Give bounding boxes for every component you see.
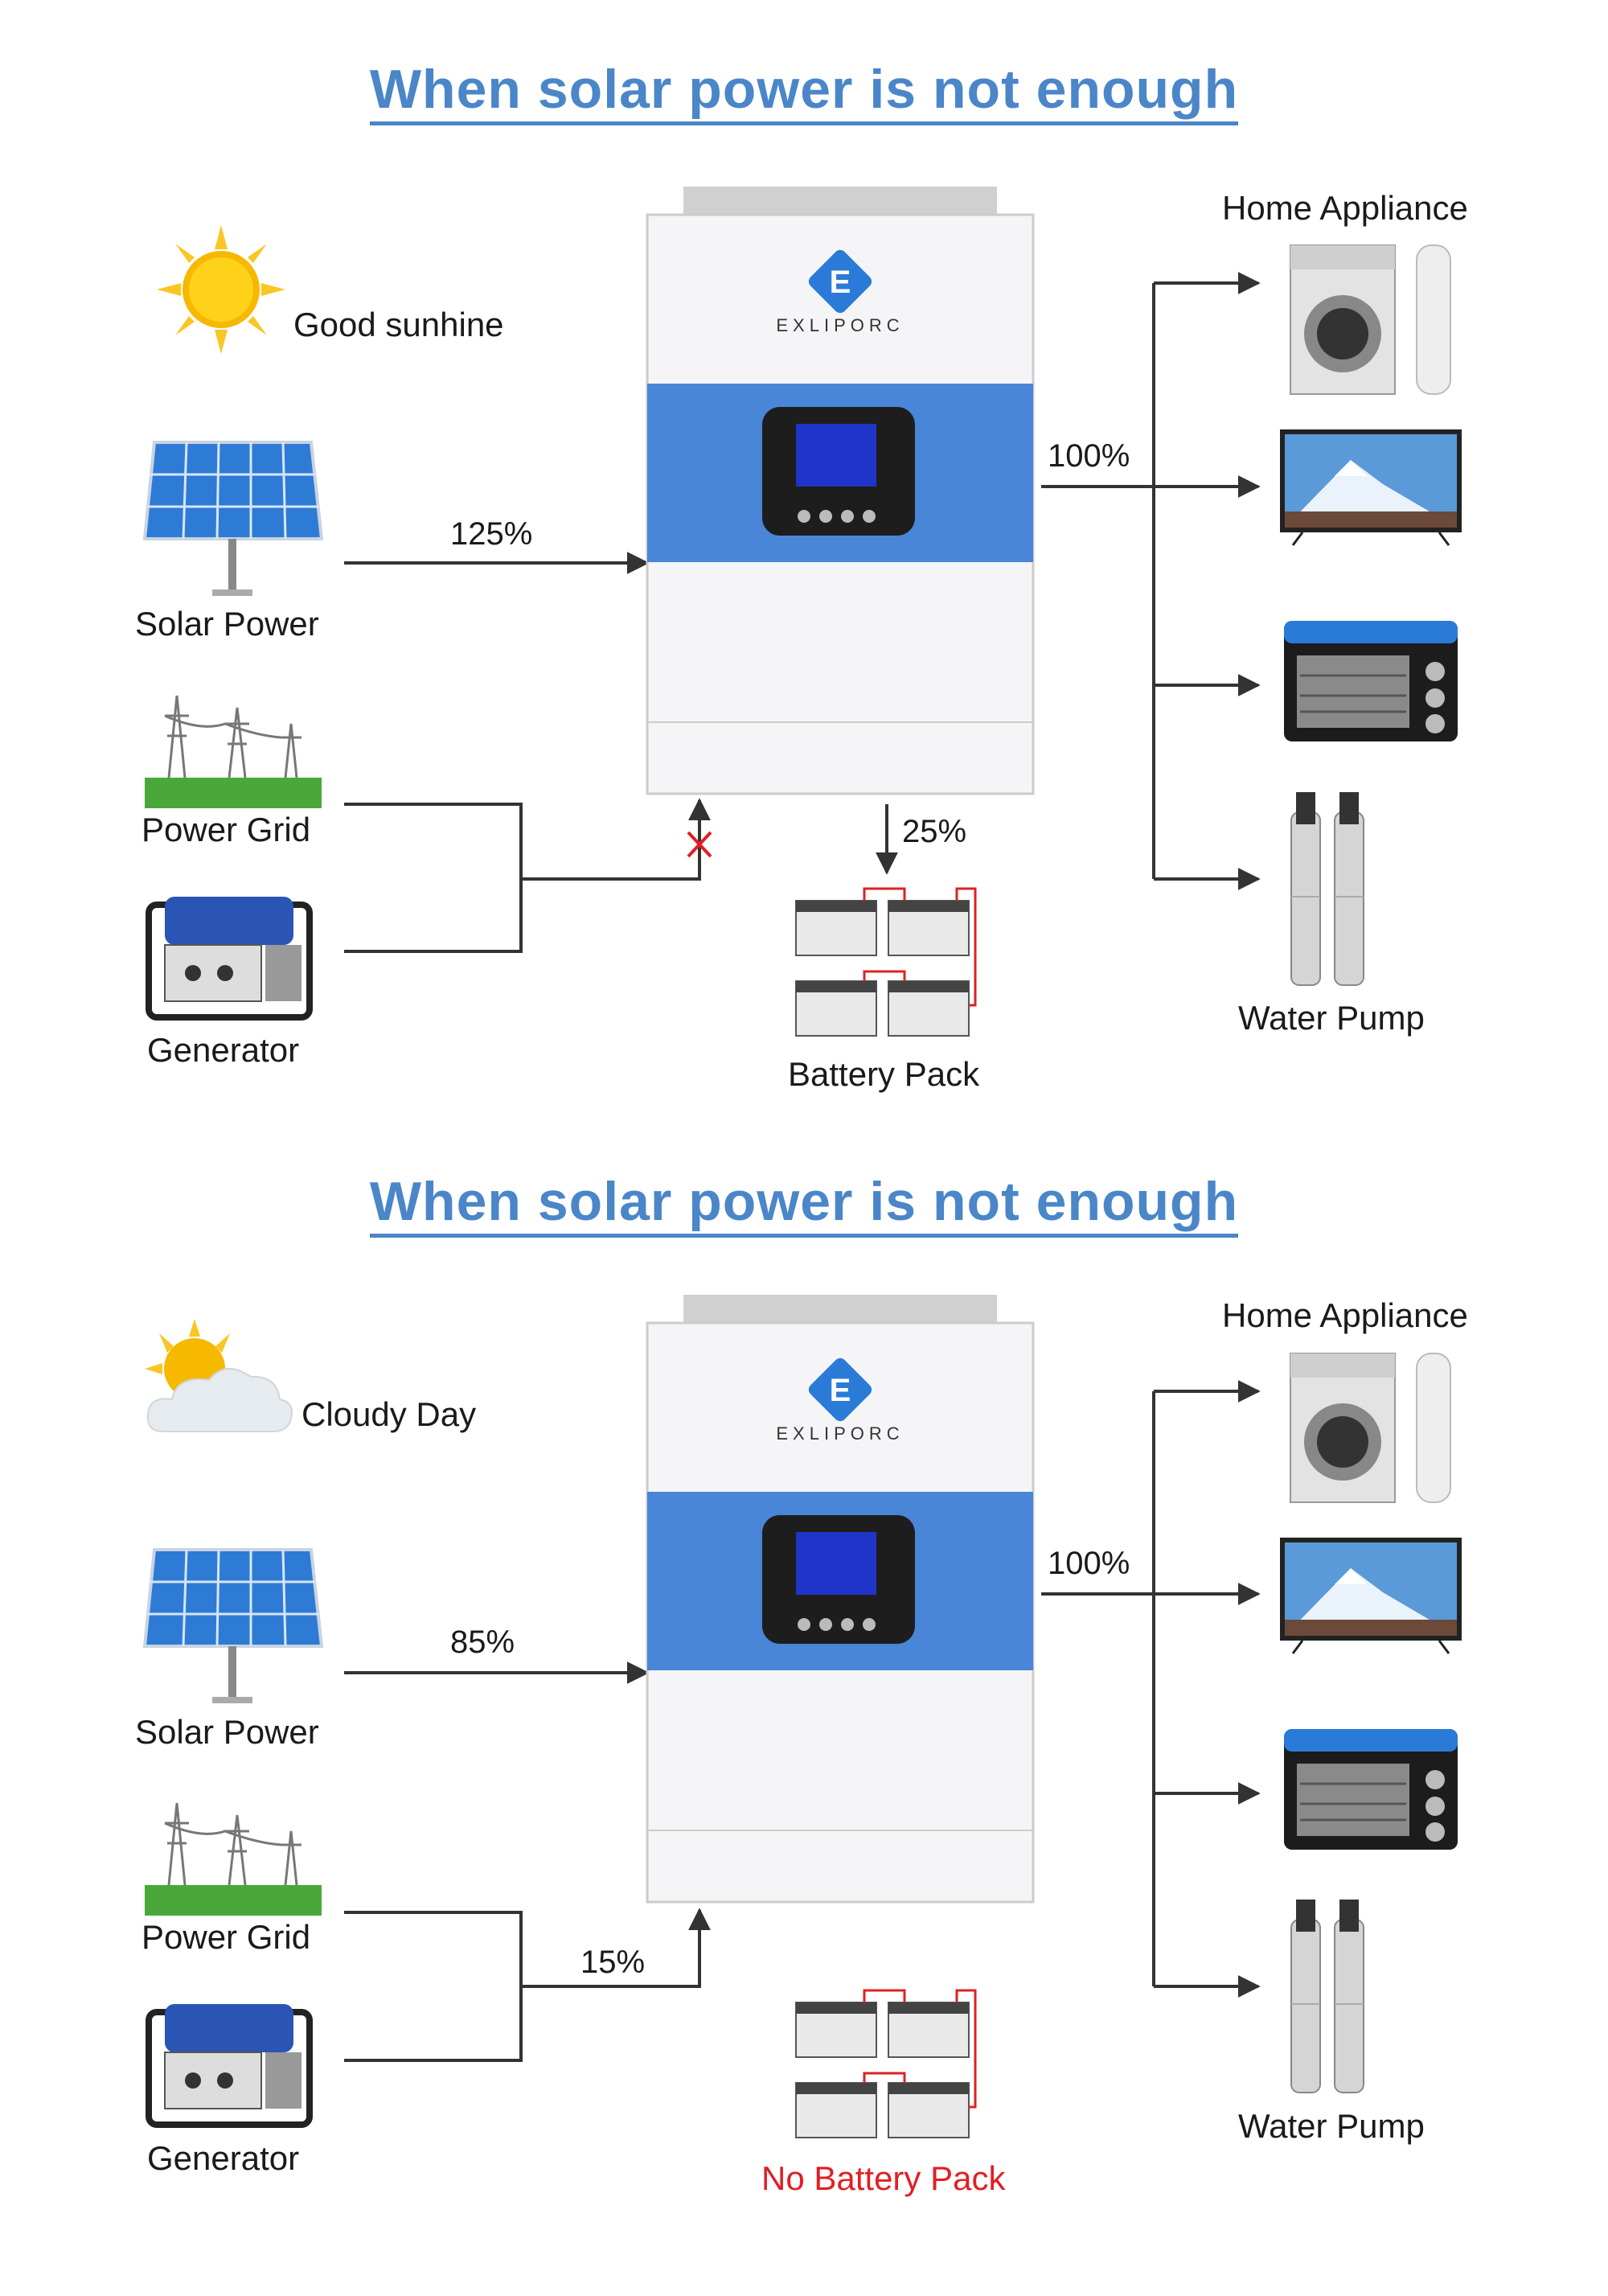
solar-label-2: Solar Power (135, 1713, 319, 1751)
solar-percent-2: 85% (450, 1624, 515, 1660)
tv-icon (1280, 429, 1462, 546)
water-pump-icon (1290, 792, 1364, 986)
grid-percent: 15% (580, 1945, 646, 1980)
panel-2-title: When solar power is not enough (0, 1170, 1608, 1238)
battery-label-2: No Battery Pack (761, 2159, 1006, 2197)
solar-label: Solar Power (135, 605, 319, 643)
weather-label-2: Cloudy Day (302, 1395, 477, 1433)
tv-icon-2 (1280, 1538, 1462, 1654)
blocked-x-mark (687, 831, 712, 858)
power-grid-icon-2 (145, 1802, 322, 1916)
grid-generator-bracket (344, 803, 523, 953)
brand-label-2: EXLIPORC (776, 1423, 904, 1444)
generator-icon (146, 897, 313, 1021)
pump-label: Water Pump (1238, 999, 1425, 1037)
solar-percent: 125% (450, 516, 533, 552)
cloud-sun-icon (145, 1319, 293, 1432)
appliance-header: Home Appliance (1222, 189, 1468, 227)
washing-machine-icon (1290, 244, 1451, 395)
air-conditioner-icon (1416, 244, 1451, 395)
air-conditioner-icon-2 (1416, 1353, 1451, 1503)
weather-label: Good sunhine (293, 306, 504, 343)
power-grid-icon (145, 695, 322, 808)
brand-label: EXLIPORC (776, 315, 904, 335)
solar-panel-icon-2 (142, 1548, 324, 1703)
sun-icon (157, 225, 285, 354)
pump-label-2: Water Pump (1238, 2107, 1425, 2145)
grid-label: Power Grid (142, 811, 311, 848)
grid-to-inverter-arrow (521, 798, 711, 881)
panel-1-title: When solar power is not enough (0, 58, 1608, 125)
oven-icon-2 (1284, 1729, 1458, 1850)
svg-text:E: E (830, 265, 851, 300)
battery-percent: 25% (902, 814, 967, 849)
generator-label-2: Generator (147, 2139, 300, 2177)
generator-icon-2 (146, 2004, 313, 2128)
output-percent-2: 100% (1048, 1546, 1130, 1581)
water-pump-icon-2 (1290, 1900, 1364, 2093)
battery-label: Battery Pack (788, 1055, 980, 1093)
battery-pack-icon (795, 887, 977, 1037)
appliance-header-2: Home Appliance (1222, 1296, 1468, 1334)
inverter-icon-2: E (646, 1295, 1035, 1904)
generator-label: Generator (147, 1031, 300, 1069)
oven-icon (1284, 621, 1458, 741)
solar-panel-icon (142, 441, 324, 596)
inverter-icon: E (646, 187, 1035, 795)
grid-generator-bracket-2 (344, 1911, 523, 2062)
grid-to-inverter-arrow-2 (521, 1908, 711, 1988)
output-percent: 100% (1048, 438, 1130, 474)
svg-text:E: E (830, 1373, 851, 1408)
grid-label-2: Power Grid (142, 1918, 311, 1956)
washing-machine-icon-2 (1290, 1353, 1451, 1503)
battery-pack-icon-2 (795, 1989, 977, 2138)
